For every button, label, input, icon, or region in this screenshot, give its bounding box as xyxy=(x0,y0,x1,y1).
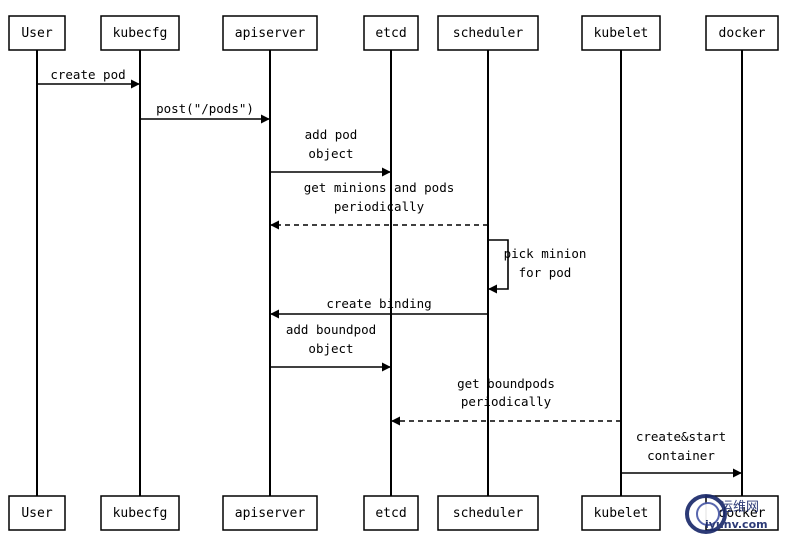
participant-kubecfg-top: kubecfg xyxy=(100,15,180,51)
participant-user-bottom: User xyxy=(8,495,66,531)
participant-label: kubecfg xyxy=(113,506,168,521)
participants-top: User kubecfg apiserver etcd scheduler ku… xyxy=(8,15,779,51)
message-label: get boundpods xyxy=(457,376,555,391)
participant-kubelet-bottom: kubelet xyxy=(581,495,661,531)
participant-etcd-bottom: etcd xyxy=(363,495,419,531)
message-label: object xyxy=(308,341,353,356)
message-pick-minion: pick minion for pod xyxy=(488,239,587,294)
watermark-swoosh-icon xyxy=(685,494,727,534)
participant-label: docker xyxy=(719,506,766,521)
message-label: pick minion xyxy=(504,246,587,261)
message-get-minions-pods: get minions and pods periodically xyxy=(270,180,488,230)
message-label: create&start xyxy=(636,429,726,444)
message-add-boundpod-object: add boundpod object xyxy=(270,322,391,372)
message-label: get minions and pods xyxy=(304,180,455,195)
participant-label: kubelet xyxy=(594,26,649,41)
message-label: for pod xyxy=(519,265,572,280)
message-label: create binding xyxy=(326,296,431,311)
message-arrow xyxy=(488,239,509,294)
participant-apiserver-top: apiserver xyxy=(222,15,318,51)
participant-label: kubelet xyxy=(594,506,649,521)
participant-label: apiserver xyxy=(235,506,306,521)
message-create-start-container: create&start container xyxy=(621,429,742,478)
lifelines xyxy=(36,50,743,496)
message-label: add boundpod xyxy=(286,322,376,337)
watermark-swoosh-inner-icon xyxy=(696,502,720,526)
participants-bottom: User kubecfg apiserver etcd scheduler ku… xyxy=(8,495,779,531)
participant-label: kubecfg xyxy=(113,26,168,41)
participant-etcd-top: etcd xyxy=(363,15,419,51)
participant-kubelet-top: kubelet xyxy=(581,15,661,51)
watermark-logo: 运维网 iyunv.com xyxy=(685,494,768,534)
messages: create pod post("/pods") add pod object … xyxy=(37,67,742,478)
message-label: container xyxy=(647,448,715,463)
message-label: add pod xyxy=(305,127,358,142)
participant-scheduler-bottom: scheduler xyxy=(437,495,539,531)
participant-apiserver-bottom: apiserver xyxy=(222,495,318,531)
participant-label: scheduler xyxy=(453,26,524,41)
participant-label: etcd xyxy=(375,506,406,521)
participant-label: User xyxy=(21,506,52,521)
message-post-pods: post("/pods") xyxy=(140,101,270,124)
message-label: create pod xyxy=(50,67,125,82)
watermark-subtitle: iyunv.com xyxy=(705,518,768,531)
participant-label: apiserver xyxy=(235,26,306,41)
watermark-title: 运维网 xyxy=(720,500,759,515)
participant-label: etcd xyxy=(375,26,406,41)
message-create-binding: create binding xyxy=(270,296,488,319)
participant-docker-top: docker xyxy=(705,15,779,51)
message-create-pod: create pod xyxy=(37,67,140,89)
message-label: object xyxy=(308,146,353,161)
message-label: periodically xyxy=(461,394,552,409)
message-label: post("/pods") xyxy=(156,101,254,116)
participant-kubecfg-bottom: kubecfg xyxy=(100,495,180,531)
participant-label: docker xyxy=(719,26,766,41)
participant-label: User xyxy=(21,26,52,41)
message-add-pod-object: add pod object xyxy=(270,127,391,177)
participant-user-top: User xyxy=(8,15,66,51)
message-label: periodically xyxy=(334,199,425,214)
participant-scheduler-top: scheduler xyxy=(437,15,539,51)
participant-label: scheduler xyxy=(453,506,524,521)
message-get-boundpods: get boundpods periodically xyxy=(391,376,621,426)
